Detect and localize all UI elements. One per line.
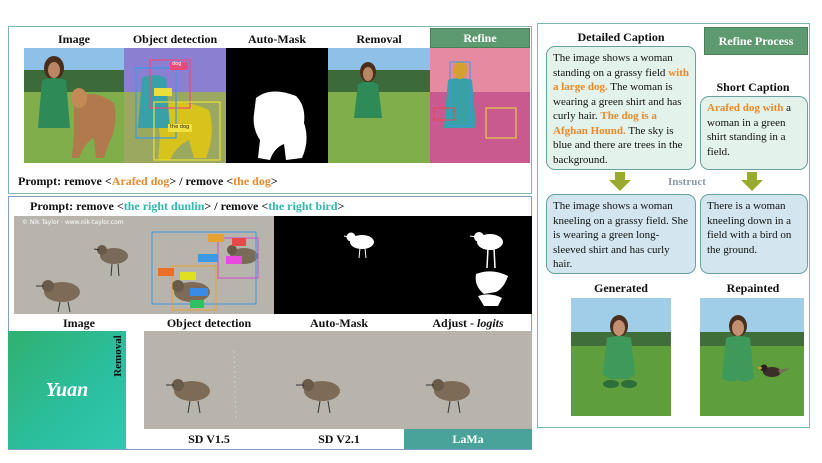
refined-short-caption-box: There is a woman kneeling down in a fiel… [700,194,808,274]
photo-dog-detection: dog the dog [124,48,226,163]
photo-repainted [700,298,804,416]
photo-removal-sd15 [144,331,274,429]
photo-refine-segmentation [430,48,530,163]
header-image: Image [58,32,90,46]
down-arrow-right-icon [741,172,763,191]
label-lama: LaMa [404,429,532,449]
header-object-detection: Object detection [132,32,218,46]
label-image: Image [63,316,95,330]
label-object-detection: Object detection [166,316,252,330]
photo-birds-detection [144,216,274,314]
label-auto-mask: Auto-Mask [309,316,368,330]
down-arrow-left-icon [609,172,631,191]
bottom-prompt: Prompt: remove <the right dunlin> / remo… [30,199,345,213]
repainted-label: Repainted [726,281,780,295]
refine-process-button[interactable]: Refine Process [704,27,808,55]
header-removal: Removal [356,32,402,46]
yuan-logo-text: Yuan [45,378,89,401]
photo-generated [571,298,671,416]
label-sd-v15: SD V1.5 [188,432,230,446]
yuan-logo: Yuan [8,331,126,449]
short-caption-title: Short Caption [716,80,790,94]
photo-birds: © Nik Taylor · www.nik-taylor.com [14,216,144,314]
watermark: © Nik Taylor · www.nik-taylor.com [22,219,124,226]
photo-removal-lama [404,331,532,429]
auto-mask-dog [226,48,328,163]
top-panel-frame [8,26,532,194]
label-adjust-logits: Adjust - logits [432,316,504,330]
photo-removal-sd21 [274,331,404,429]
photo-woman-dog [24,48,124,163]
removal-row-label: Removal [112,335,124,377]
detection-label-dog: dog [172,61,182,67]
photo-removal-result [328,48,430,163]
header-auto-mask: Auto-Mask [247,32,306,46]
right-panel-frame [537,23,810,428]
top-prompt: Prompt: remove <Arafed dog> / remove <th… [18,174,278,188]
detection-label-the-dog: the dog [170,124,190,130]
bottom-panel-frame [8,196,532,450]
adjusted-mask-bird [404,216,532,314]
refine-button[interactable]: Refine [430,28,530,48]
detailed-caption-title: Detailed Caption [577,30,665,44]
short-caption-box: Arafed dog with a woman in a green shirt… [700,96,808,170]
instruct-label: Instruct [668,176,706,188]
label-sd-v21: SD V2.1 [318,432,360,446]
auto-mask-bird [274,216,404,314]
refined-detailed-caption-box: The image shows a woman kneeling on a gr… [546,194,696,274]
detailed-caption-box: The image shows a woman standing on a gr… [546,46,696,170]
generated-label: Generated [594,281,648,295]
